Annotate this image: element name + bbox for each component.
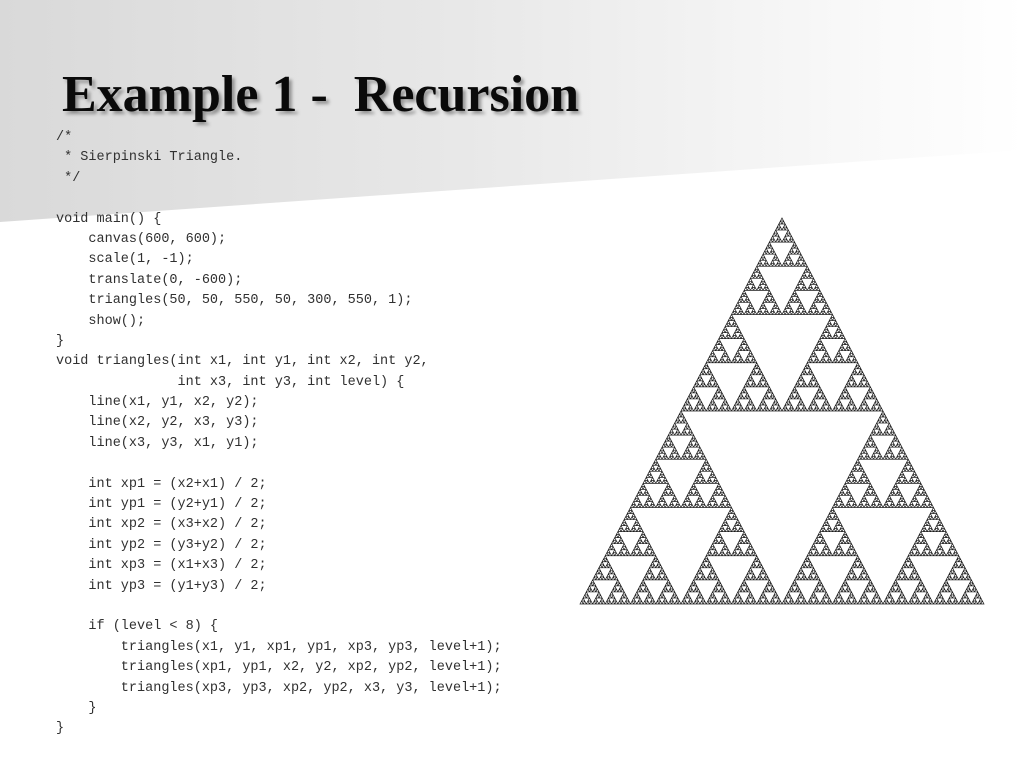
code-line: void triangles(int x1, int y1, int x2, i…	[56, 354, 429, 370]
code-line: if (level < 8) {	[56, 619, 219, 635]
code-line: show();	[56, 313, 146, 329]
sierpinski-lines	[579, 217, 985, 605]
code-line: }	[56, 721, 65, 737]
code-line: line(x2, y2, x3, y3);	[56, 415, 259, 431]
code-line: triangles(x1, y1, xp1, yp1, xp3, yp3, le…	[56, 639, 502, 655]
code-line: line(x1, y1, x2, y2);	[56, 395, 259, 411]
code-line: /*	[56, 130, 73, 145]
code-line	[56, 597, 656, 617]
code-line	[56, 189, 656, 209]
code-line: * Sierpinski Triangle.	[56, 150, 243, 166]
code-line: scale(1, -1);	[56, 252, 194, 268]
code-line: int xp1 = (x2+x1) / 2;	[56, 476, 267, 492]
code-line: triangles(50, 50, 550, 50, 300, 550, 1);	[56, 293, 413, 309]
code-line: int xp3 = (x1+x3) / 2;	[56, 558, 267, 574]
code-line: void main() {	[56, 211, 162, 227]
code-line: */	[56, 170, 81, 186]
code-line: }	[56, 333, 65, 349]
code-line: line(x3, y3, x1, y1);	[56, 435, 259, 451]
code-line: int yp3 = (y1+y3) / 2;	[56, 578, 267, 594]
code-line: int xp2 = (x3+x2) / 2;	[56, 517, 267, 533]
slide-title: Example 1 - Recursion	[62, 66, 580, 123]
code-line: int yp1 = (y2+y1) / 2;	[56, 497, 267, 513]
code-line: canvas(600, 600);	[56, 231, 227, 247]
code-line: int x3, int y3, int level) {	[56, 374, 405, 390]
code-line: }	[56, 700, 97, 716]
sierpinski-triangle-icon	[579, 217, 985, 605]
code-line	[56, 454, 656, 474]
code-listing: /* * Sierpinski Triangle. */ void main() …	[56, 128, 656, 740]
code-line: triangles(xp1, yp1, x2, y2, xp2, yp2, le…	[56, 660, 502, 676]
code-line: translate(0, -600);	[56, 272, 243, 288]
code-line: triangles(xp3, yp3, xp2, yp2, x3, y3, le…	[56, 680, 502, 696]
code-line: int yp2 = (y3+y2) / 2;	[56, 537, 267, 553]
